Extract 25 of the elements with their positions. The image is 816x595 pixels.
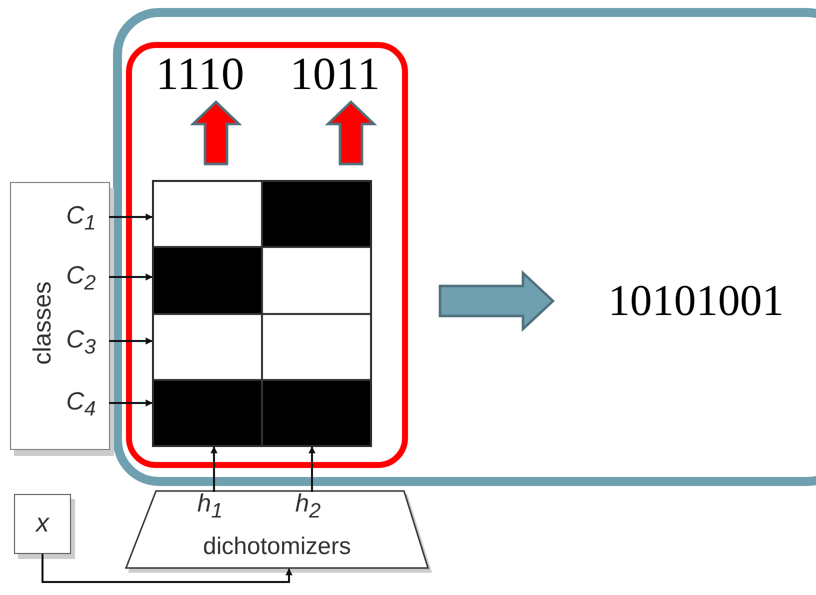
code-matrix — [152, 180, 372, 447]
arrow — [109, 274, 153, 280]
arrow — [109, 338, 153, 344]
dichotomizer-label: h$_{2}$ — [295, 492, 321, 522]
arrow — [109, 400, 153, 406]
arrow — [109, 214, 153, 220]
arrow — [42, 554, 292, 583]
class-label: C$_{3}$ — [66, 328, 96, 358]
arrow — [308, 446, 316, 492]
class-label: C$_{1}$ — [66, 204, 96, 234]
block-label: dichotomizers — [202, 535, 352, 559]
dichotomizer-label: h$_{1}$ — [197, 492, 223, 522]
code-word: 1110 — [156, 51, 244, 97]
dichotomizer-block — [124, 489, 430, 571]
block-arrow — [190, 100, 242, 166]
code-word: 1011 — [290, 51, 380, 97]
code-word: 10101001 — [608, 279, 784, 323]
arrow — [210, 446, 218, 492]
input-label: x — [36, 510, 49, 536]
highlight-frame — [126, 42, 408, 468]
block-arrow — [438, 270, 555, 332]
axis-label: classes — [30, 281, 56, 365]
class-label: C$_{2}$ — [66, 264, 96, 294]
block-arrow — [324, 100, 378, 166]
class-label: C$_{4}$ — [66, 390, 96, 420]
